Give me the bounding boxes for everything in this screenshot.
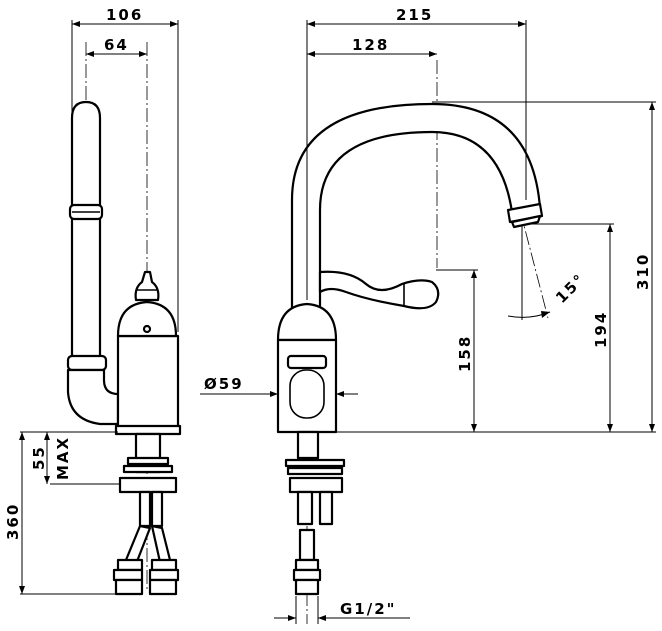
side-fitting-right: [148, 558, 180, 596]
dim-hose-length: 360: [4, 503, 22, 540]
dim-mount-max: MAX: [54, 436, 72, 480]
side-handle-knob: [134, 270, 160, 302]
dim-base-diameter: Ø59: [204, 375, 244, 393]
side-base: [114, 424, 182, 436]
dim-lever-height: 158: [456, 335, 474, 372]
front-lever: [318, 270, 440, 310]
side-washer-2: [122, 464, 174, 474]
side-spout-tube: [70, 100, 102, 362]
front-aerator: [510, 214, 542, 229]
dim-mount-thickness: 55: [30, 445, 48, 470]
dim-front-offset: 128: [352, 36, 389, 54]
front-body-dome: [276, 302, 338, 342]
front-body-slot: [289, 369, 325, 419]
dim-total-height: 310: [634, 253, 652, 290]
side-dome-screw: [142, 324, 152, 334]
front-washer: [284, 458, 346, 468]
side-lower-collar: [66, 354, 108, 372]
dim-side-offset: 64: [104, 36, 129, 54]
dim-front-width: 215: [396, 6, 433, 24]
side-view: 106 64 55 MAX 360: [4, 6, 182, 596]
front-spout-axis: [519, 209, 549, 319]
side-body-dome: [116, 300, 178, 338]
side-hose-right: [150, 490, 164, 528]
front-mount-plate: [288, 476, 344, 494]
dim-spout-height: 194: [592, 311, 610, 348]
side-mount-plate: [118, 476, 178, 494]
side-elbow: [66, 368, 120, 426]
front-hose-right: [318, 490, 334, 526]
front-view: 215 128 310 194 158 15°: [200, 6, 656, 624]
side-fitting-left: [112, 558, 144, 596]
front-hose: [298, 528, 316, 562]
side-hose-bend-left: [124, 524, 152, 566]
front-washer-2: [286, 466, 344, 476]
front-stud: [296, 430, 320, 460]
side-hose-left: [138, 490, 152, 528]
dim-side-width: 106: [106, 6, 143, 24]
front-body-collar: [286, 354, 328, 370]
dim-connection: G1/2": [340, 600, 396, 618]
side-hose-bend-right: [150, 524, 172, 564]
side-washer-1: [126, 456, 170, 466]
front-hose-left: [296, 490, 314, 526]
dim-spout-angle: 15°: [552, 270, 589, 307]
front-fitting: [292, 558, 322, 596]
side-body: [116, 334, 180, 434]
